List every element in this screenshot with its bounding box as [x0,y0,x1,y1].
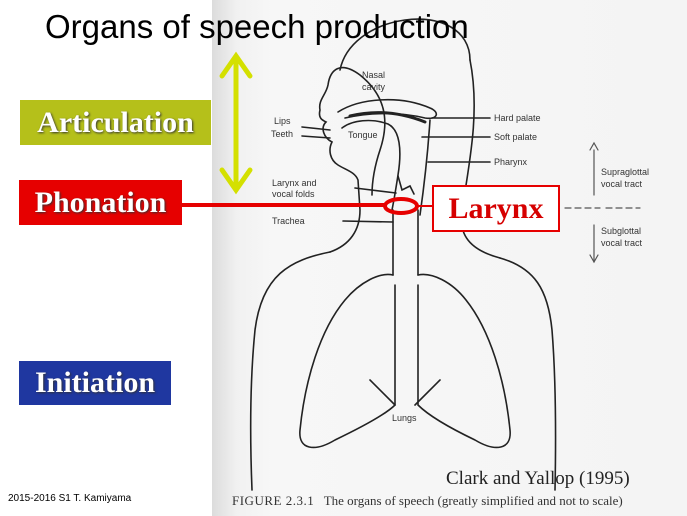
torso-left [249,251,331,491]
label-soft-palate: Soft palate [494,132,537,142]
label-supraglottal-2: vocal tract [601,179,643,189]
source-credit: Clark and Yallop (1995) [446,468,630,489]
head-outline [318,66,386,253]
torso-right [499,257,557,491]
initiation-box: Initiation [19,361,171,405]
back-of-head [339,18,471,71]
hard-palate [348,111,427,124]
larynx-shape [397,175,415,195]
figure-caption: FIGURE 2.3.1 The organs of speech (great… [232,493,623,509]
trachea [392,209,419,276]
larynx-highlight-ellipse [383,197,419,215]
figure-caption-text: The organs of speech (greatly simplified… [323,493,623,508]
phonation-box: Phonation [19,180,182,225]
label-supraglottal-1: Supraglottal [601,167,649,177]
label-hard-palate: Hard palate [494,113,541,123]
label-nasal-cavity-1: Nasal [362,70,385,80]
label-teeth: Teeth [271,129,293,139]
label-lips: Lips [274,116,291,126]
label-nasal-cavity-2: cavity [362,82,386,92]
articulation-box: Articulation [20,100,211,145]
left-lung [299,273,396,449]
label-trachea: Trachea [272,216,305,226]
label-tongue: Tongue [348,130,378,140]
label-larynx-folds-2: vocal folds [272,189,315,199]
label-lungs: Lungs [392,413,417,423]
slide-footer: 2015-2016 S1 T. Kamiyama [8,493,132,504]
figure-caption-number: FIGURE 2.3.1 [232,493,315,508]
label-subglottal-1: Subglottal [601,226,641,236]
scanned-figure-background [212,0,687,516]
label-larynx-folds-1: Larynx and [272,178,317,188]
right-lung [417,273,511,449]
pharynx-wall [419,119,431,216]
label-pharynx: Pharynx [494,157,528,167]
slide-title: Organs of speech production [45,8,469,45]
larynx-label-box: Larynx [432,185,560,232]
articulation-range-arrow [219,51,253,195]
label-subglottal-2: vocal tract [601,238,643,248]
